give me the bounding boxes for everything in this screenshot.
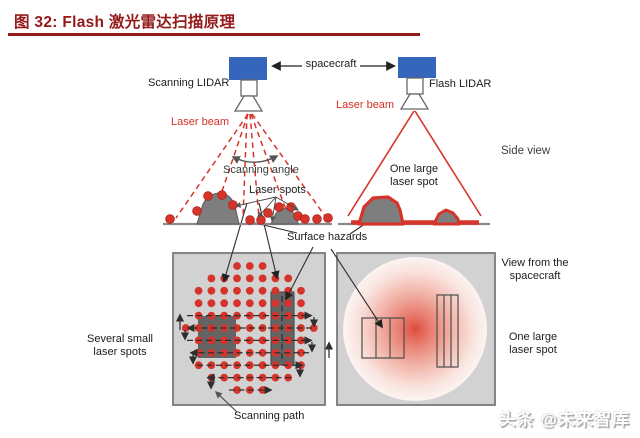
several-small-laser-spots-label: Several small laser spots [68, 333, 172, 359]
scanning-path-pointer [214, 391, 238, 413]
scanning-view-panel [172, 252, 334, 413]
scanning-laser-beams [175, 113, 326, 219]
watermark: 头条 @未来智库 [498, 410, 630, 429]
rock-large-right [357, 195, 405, 226]
label-line: One large [389, 163, 439, 175]
title-underline [8, 33, 420, 36]
large-laser-spot [343, 257, 487, 401]
scanning-angle-label: Scanning angle [223, 164, 299, 176]
label-line: laser spot [509, 343, 557, 356]
spacecraft-body-icon [398, 57, 436, 78]
label-line: Several small [86, 333, 154, 345]
label-line: View from the [501, 257, 569, 269]
label-line: laser spot [390, 175, 438, 188]
scanning-lidar-label: Scanning LIDAR [148, 77, 230, 89]
laser-spots-label: Laser spots [249, 184, 306, 196]
hazard-block-small [198, 316, 236, 358]
scanning-path-arrows [175, 296, 334, 395]
label-line: spacecraft [509, 269, 561, 282]
one-large-laser-spot-label-view: One large laser spot [500, 331, 566, 357]
laser-spot-dots [165, 190, 333, 225]
surface-hazards-label: Surface hazards [287, 231, 368, 243]
flash-laser-beams [347, 110, 482, 217]
scanning-angle-arrow [231, 155, 279, 164]
figure-title: 图 32: Flash 激光雷达扫描原理 [14, 14, 236, 31]
spacecraft-label: spacecraft [305, 58, 357, 70]
flash-view-panel [336, 252, 496, 406]
spacecraft-body-icon [229, 57, 267, 80]
scanning-side-view [163, 113, 333, 226]
view-from-spacecraft-label: View from the spacecraft [494, 257, 576, 283]
laser-beam-label-left: Laser beam [171, 116, 230, 128]
rock-small-right [432, 208, 461, 226]
laser-beam-label-right: Laser beam [336, 99, 395, 111]
one-large-laser-spot-label-side: One large laser spot [383, 163, 445, 189]
label-line: One large [508, 331, 558, 343]
label-line: laser spots [93, 345, 147, 358]
scanning-path-label: Scanning path [234, 410, 305, 422]
spacecraft-left [229, 57, 267, 112]
spacecraft-right [398, 57, 436, 110]
side-view-label: Side view [501, 145, 551, 157]
flash-lidar-label: Flash LIDAR [429, 78, 492, 90]
flash-side-view [338, 110, 490, 226]
laser-spots-pointers [234, 196, 300, 223]
